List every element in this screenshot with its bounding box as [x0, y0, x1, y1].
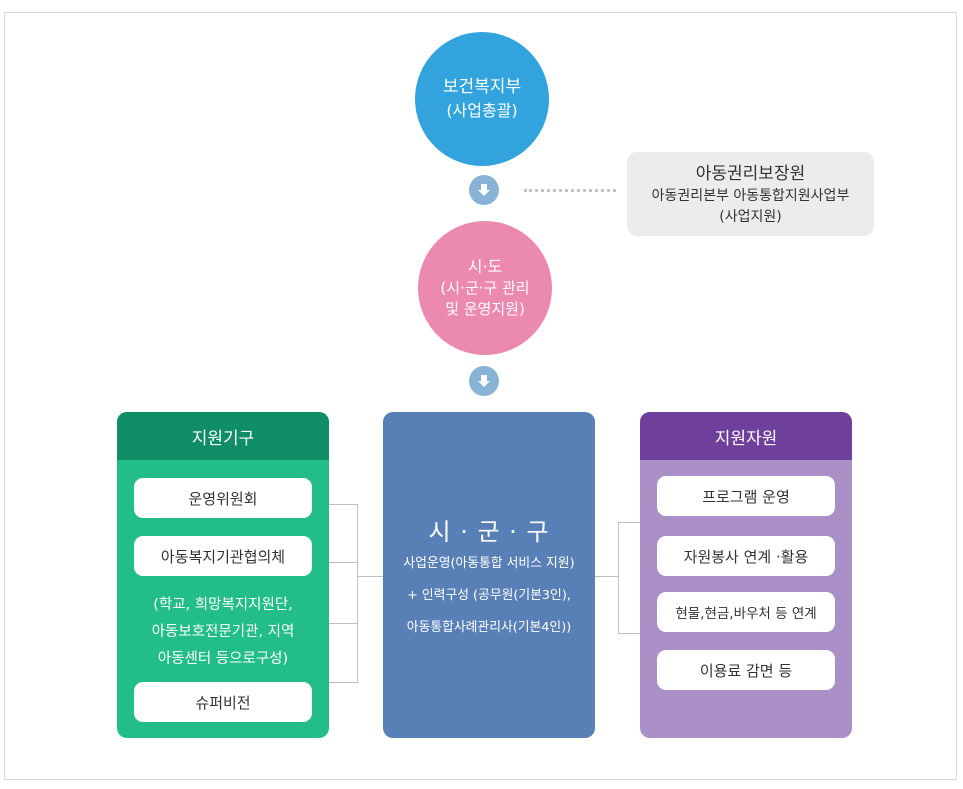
diagram-frame [4, 12, 957, 780]
connector-line [357, 504, 358, 683]
note-line: 아동보호전문기관, 지역 [151, 624, 295, 640]
list-item: 자원봉사 연계 ·활용 [657, 536, 835, 576]
list-item: 프로그램 운영 [657, 476, 835, 516]
connector-line [595, 576, 618, 577]
list-item: 슈퍼비전 [134, 682, 312, 722]
support-resources-panel: 지원자원 프로그램 운영 자원봉사 연계 ·활용 현물,현금,바우처 등 연계 … [640, 412, 852, 738]
connector-line [329, 504, 357, 505]
list-item: 운영위원회 [134, 478, 312, 518]
agency-node: 아동권리보장원 아동권리본부 아동통합지원사업부 (사업지원) [627, 152, 874, 236]
connector-line [618, 522, 640, 523]
sido-role-line1: (시·군·구 관리 [440, 279, 530, 297]
list-item: 이용료 감면 등 [657, 650, 835, 690]
support-organization-panel: 지원기구 운영위원회 아동복지기관협의체 (학교, 희망복지지원단, 아동보호전… [117, 412, 329, 738]
note-line: (학교, 희망복지지원단, [153, 597, 293, 613]
panel-title: 지원자원 [640, 412, 852, 460]
connector-line [618, 633, 640, 634]
list-item: 현물,현금,바우처 등 연계 [657, 592, 835, 632]
connector-line [329, 562, 357, 563]
panel-title: 시 · 군 · 구 [428, 518, 550, 546]
panel-line: 사업운영(아동통합 서비스 지원) [403, 556, 575, 571]
down-arrow-icon [469, 175, 499, 205]
sido-role-line2: 및 운영지원) [445, 300, 525, 318]
note-line: 아동센터 등으로구성) [157, 651, 289, 667]
agency-name: 아동권리보장원 [695, 164, 806, 184]
ministry-node: 보건복지부 (사업총괄) [415, 32, 549, 166]
ministry-name: 보건복지부 [442, 77, 522, 97]
connector-line [357, 576, 383, 577]
agency-role: (사업지원) [719, 209, 782, 225]
sido-name: 시·도 [467, 257, 503, 276]
sido-node: 시·도 (시·군·구 관리 및 운영지원) [418, 221, 552, 355]
panel-line: 아동통합사례관리사(기본4인)) [406, 620, 572, 635]
down-arrow-icon [469, 366, 499, 396]
panel-title: 지원기구 [117, 412, 329, 460]
sigungu-panel: 시 · 군 · 구 사업운영(아동통합 서비스 지원) + 인력구성 (공무원(… [383, 412, 595, 738]
panel-note: (학교, 희망복지지원단, 아동보호전문기관, 지역 아동센터 등으로구성) [117, 592, 329, 673]
list-item: 아동복지기관협의체 [134, 536, 312, 576]
connector-line [618, 522, 619, 634]
agency-dept: 아동권리본부 아동통합지원사업부 [651, 188, 850, 204]
connector-line [329, 623, 357, 624]
ministry-role: (사업총괄) [446, 101, 518, 120]
dotted-connector [524, 189, 616, 192]
panel-line: + 인력구성 (공무원(기본3인), [407, 588, 571, 603]
connector-line [329, 682, 357, 683]
